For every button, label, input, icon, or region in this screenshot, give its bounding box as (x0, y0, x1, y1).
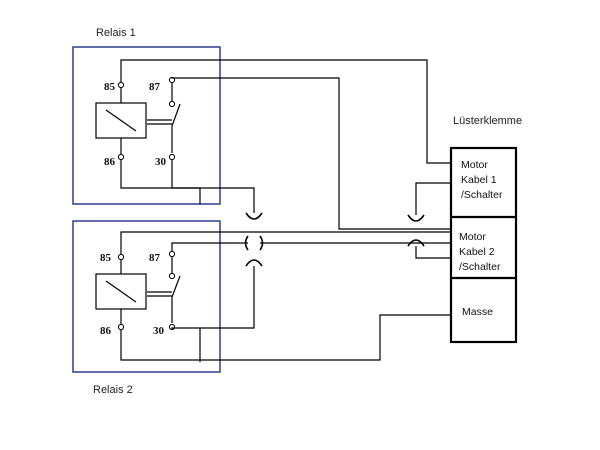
relay-2: Relais 2 85 86 87 30 (72, 220, 221, 396)
relay-2-title: Relais 2 (93, 384, 133, 396)
wire-relay2-86-to-masse (120, 314, 451, 361)
relay-2-contact-point (168, 272, 176, 280)
relay-2-coil-diagonal (105, 280, 137, 303)
relay-2-frame (72, 220, 221, 373)
crossover-bottom-2 (407, 239, 425, 247)
relay-1-title: Relais 1 (96, 27, 136, 39)
wire-relay2-85 (120, 231, 220, 254)
relay-1-pin-87: 87 (149, 81, 161, 93)
relay-1-switch-blade (171, 103, 181, 127)
relay-1-contact-point (168, 100, 176, 108)
terminal-block-1-line-3: /Schalter (461, 189, 503, 201)
relay-1-pin-85: 85 (104, 81, 116, 93)
crossover-top-2 (407, 214, 425, 222)
relay-1: Relais 1 85 86 87 30 (72, 27, 221, 205)
terminal-title: Lüsterklemme (453, 115, 522, 127)
relay-2-terminal-87 (168, 250, 176, 258)
terminal-block-2-line-3: /Schalter (459, 261, 501, 273)
wire-relay1-85-to-motor1 (120, 59, 451, 164)
wire-relay2-87 (171, 242, 220, 251)
relay-1-terminal-85 (117, 81, 125, 89)
relay-2-pin-86: 86 (100, 325, 112, 337)
wire-relay2-30 (171, 266, 255, 330)
relay-1-pin-30: 30 (155, 156, 167, 168)
terminal-block-1-line-2: Kabel 1 (461, 174, 497, 186)
relay-2-pin-85: 85 (100, 252, 112, 264)
terminal-frame (449, 146, 518, 344)
crossover-mid (244, 235, 264, 251)
relay-1-pin-86: 86 (104, 156, 116, 168)
wire-relay1-87-to-motor2 (171, 77, 451, 230)
relay-1-frame (72, 46, 221, 205)
relay-1-terminal-86 (117, 153, 125, 161)
relay-2-pin-87: 87 (149, 252, 161, 264)
terminal-block: Lüsterklemme Motor Kabel 1 /Schalter Mot… (449, 115, 522, 344)
relay-2-switch-blade (171, 275, 181, 298)
terminal-block-1-line-1: Motor (461, 159, 488, 171)
wire-motor1-return (415, 182, 451, 215)
wire-relay1-86-down (120, 160, 255, 213)
relay-2-pin-30: 30 (153, 325, 165, 337)
terminal-block-2-line-1: Motor (459, 231, 486, 243)
relay-1-terminal-30 (168, 153, 176, 161)
crossover-bottom-1 (245, 259, 263, 267)
crossover-top-1 (245, 212, 263, 220)
relay-2-terminal-85 (117, 253, 125, 261)
wire-relay1-30 (171, 160, 201, 204)
relay-1-coil-diagonal (105, 109, 137, 132)
terminal-block-3-label: Masse (462, 306, 493, 318)
terminal-block-2-line-2: Kabel 2 (459, 246, 495, 258)
wire-motor2-return (415, 246, 451, 259)
relay-2-terminal-86 (117, 323, 125, 331)
